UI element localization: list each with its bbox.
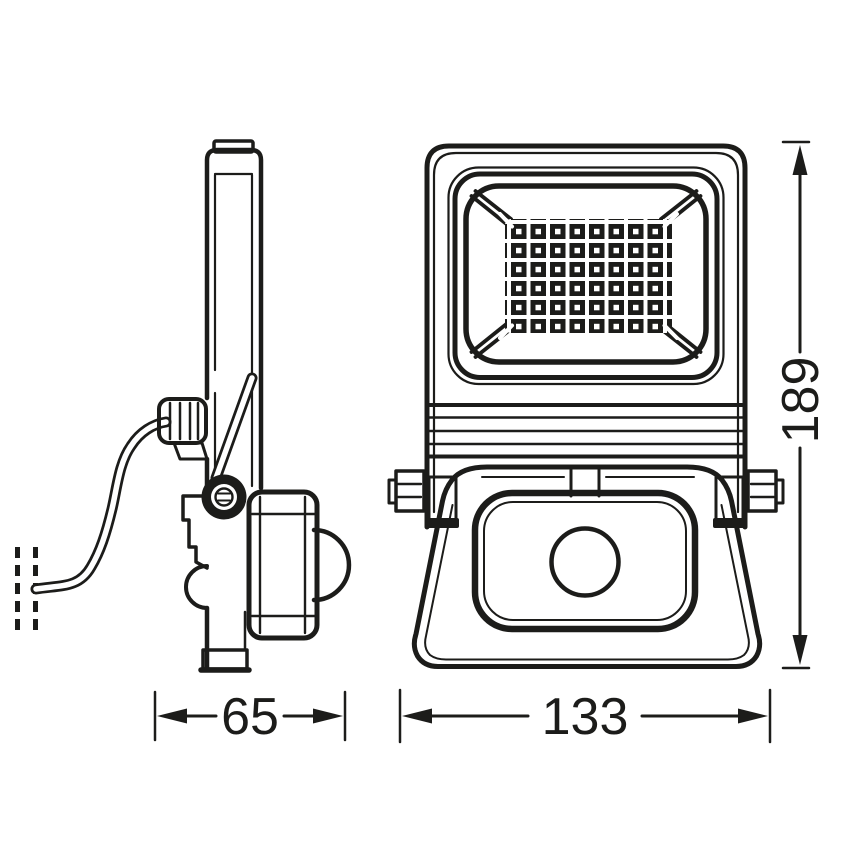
sensor-housing-side [246, 489, 320, 641]
dimension-depth: 65 [153, 688, 347, 746]
bracket-ear-right [713, 469, 785, 528]
facet-tl-a [469, 194, 509, 227]
bracket-ear-left [387, 469, 459, 528]
dim-depth-arrow-right [313, 708, 343, 724]
housing-inner-line [432, 151, 740, 514]
facet-br-b [659, 327, 699, 359]
led-corner-notch-bl [498, 323, 514, 340]
side-view [15, 139, 352, 673]
boss-right-step [774, 478, 785, 505]
dimension-width: 133 [398, 688, 772, 746]
sensor-face [471, 489, 699, 633]
dimension-height-label: 189 [772, 357, 830, 444]
facet-tl-b [473, 189, 513, 221]
locking-knob [184, 564, 209, 610]
dim-width-arrow-left [402, 708, 432, 724]
pivot-screw-head-icon [214, 487, 234, 507]
boss-left-step [387, 478, 398, 505]
pivot-screw [201, 474, 247, 520]
facet-bl-a [469, 321, 509, 354]
body-outline [204, 147, 264, 491]
pir-lens [549, 526, 621, 598]
mount-plate [181, 494, 209, 570]
dim-depth-arrow-left [157, 708, 187, 724]
power-cable-core [33, 419, 169, 592]
housing-outline [424, 143, 748, 530]
led-corner-notch-tr [662, 212, 679, 229]
gland-collar [172, 441, 209, 461]
sensor-module-side [246, 489, 352, 641]
reflector-window [463, 183, 709, 365]
sensor-face-inner [483, 501, 687, 621]
bracket-foot [198, 610, 252, 673]
facet-tr-b [659, 189, 699, 221]
power-cable-outline [30, 416, 172, 595]
dim-height-arrow-bottom [792, 635, 808, 665]
dimension-depth-label: 65 [221, 688, 279, 746]
dimension-height: 189 [772, 140, 830, 670]
led-array [498, 212, 679, 340]
dimensions: 65 133 189 [153, 140, 830, 746]
cable-gland [157, 397, 209, 461]
foot-outline [201, 648, 249, 671]
led-grid [505, 219, 672, 333]
dim-height-arrow-top [792, 145, 808, 175]
bezel-outer [447, 166, 725, 386]
boss-right [746, 469, 778, 513]
bezel-inner [452, 171, 720, 380]
heatsink-fins [427, 403, 745, 459]
lower-housing-outline [411, 464, 763, 669]
led-corner-notch-br [662, 323, 679, 340]
boss-left [394, 469, 426, 513]
front-view [387, 143, 785, 669]
dimension-width-label: 133 [542, 688, 629, 746]
lower-housing-inner-line [424, 504, 750, 661]
arm-cap-left [426, 518, 459, 528]
arm-cap-right [713, 518, 746, 528]
sensor-module-front [471, 489, 699, 633]
led-corner-notch-tl [498, 212, 514, 229]
dim-width-arrow-right [738, 708, 768, 724]
pir-dome-side [311, 527, 352, 603]
bracket-arm-core [213, 375, 255, 481]
